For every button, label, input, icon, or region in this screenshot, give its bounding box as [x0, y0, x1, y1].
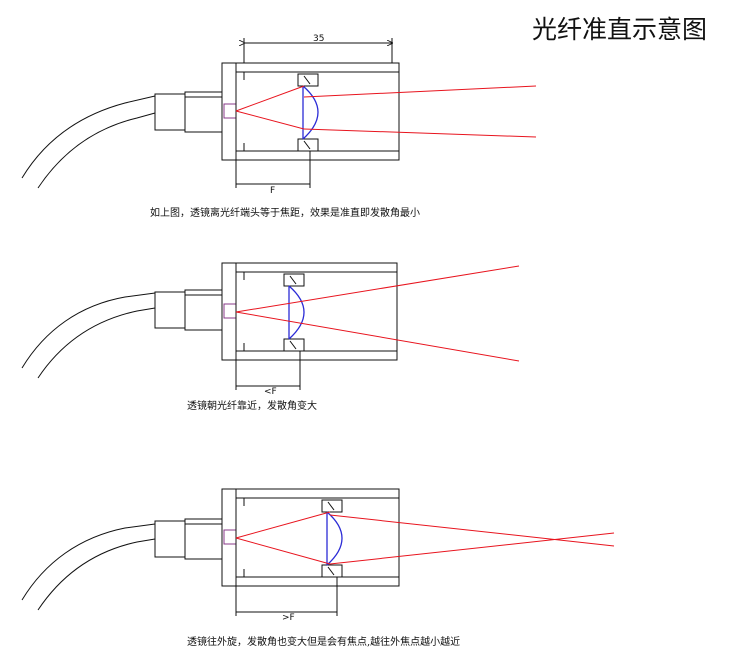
- fiber-cable: [21, 95, 156, 179]
- ray-upper: [303, 85, 537, 98]
- ray-lower: [235, 311, 520, 362]
- fiber-connector: [154, 93, 186, 131]
- fiber-cable: [21, 292, 156, 369]
- diagram-focal-equal: 35 F: [21, 34, 537, 196]
- diagram-title: 光纤准直示意图: [532, 15, 708, 44]
- ray-lower: [329, 532, 615, 565]
- lens-holder-top: [321, 499, 343, 513]
- lens-holder-bottom: [283, 338, 305, 352]
- ray-upper: [329, 514, 615, 547]
- caption-focal-greater: 透镜往外旋，发散角也变大但是会有焦点,越往外焦点越小越近: [187, 637, 461, 648]
- lens-holder-bottom: [321, 564, 343, 578]
- dimension-focal: F: [270, 186, 275, 196]
- ray-upper: [235, 265, 520, 313]
- lens-holder-top: [283, 273, 305, 287]
- lens-housing: [235, 262, 398, 361]
- fiber-cable: [21, 523, 156, 601]
- dimension-focal: >F: [282, 613, 295, 623]
- lens-holder-top: [297, 73, 319, 87]
- diagram-focal-greater: >F: [21, 488, 615, 623]
- lens-holder-bottom: [297, 138, 319, 152]
- fiber-connector: [154, 291, 186, 329]
- caption-focal-equal: 如上图，透镜离光纤端头等于焦距，效果是准直即发散角最小: [150, 208, 420, 219]
- diagram-focal-less: <F: [21, 262, 520, 397]
- lens-housing: [235, 488, 400, 587]
- dimension-length: 35: [313, 34, 324, 44]
- dimension-focal: <F: [264, 387, 277, 397]
- ray-lower: [303, 128, 537, 138]
- fiber-connector: [154, 520, 186, 558]
- caption-focal-less: 透镜朝光纤靠近，发散角变大: [187, 401, 317, 412]
